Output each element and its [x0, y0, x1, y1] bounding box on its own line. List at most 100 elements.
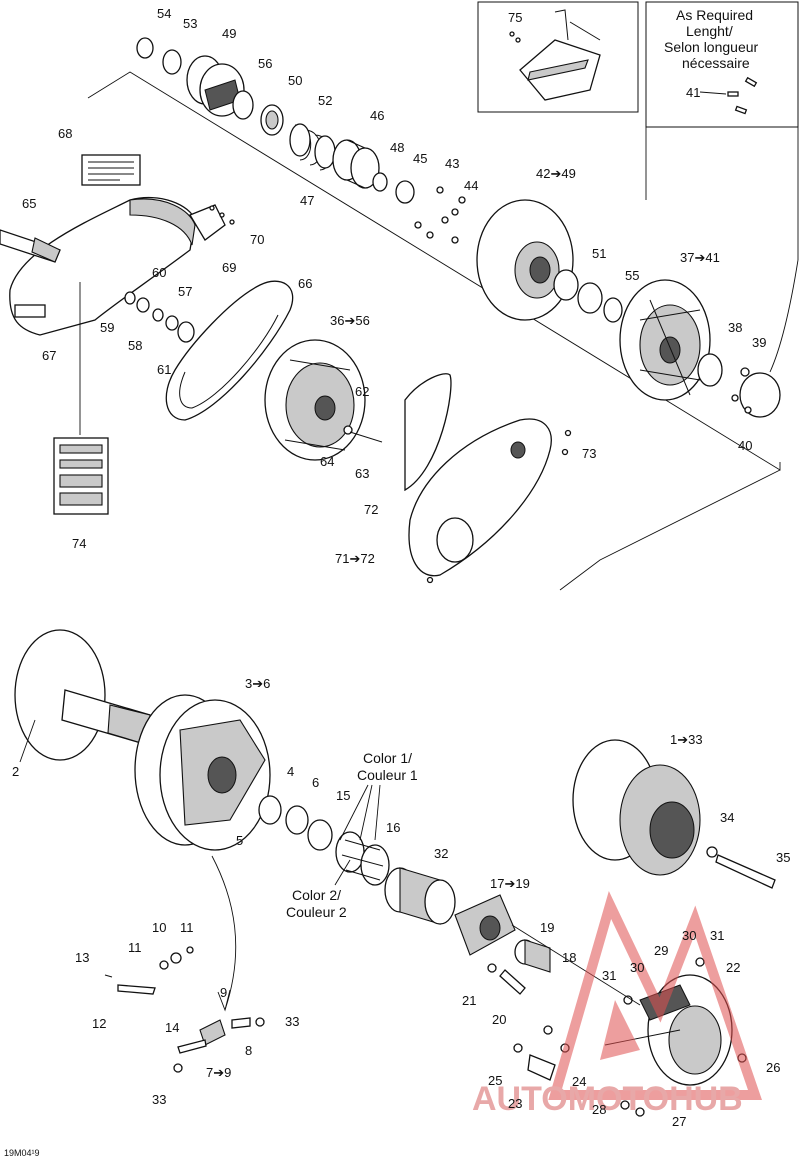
label-52: 52: [318, 93, 332, 108]
color-2-en: Color 2/: [292, 887, 341, 903]
part-48: [372, 172, 388, 192]
label-46: 46: [370, 108, 384, 123]
assembly-boundary-line: [87, 71, 781, 471]
washer-60: [152, 308, 164, 322]
label-31-top: 31: [710, 928, 724, 943]
label-22: 22: [726, 960, 740, 975]
part-50: [260, 104, 284, 136]
note-line-4: nécessaire: [682, 55, 750, 71]
label-37-41: 37➔41: [680, 250, 720, 265]
label-39: 39: [752, 335, 766, 350]
part-15: [307, 819, 333, 851]
label-40: 40: [738, 438, 752, 453]
label-68: 68: [58, 126, 72, 141]
label-54: 54: [157, 6, 171, 21]
label-3-6: 3➔6: [245, 676, 270, 691]
decal-74: [53, 437, 109, 515]
bushing-21: [487, 963, 497, 973]
label-27: 27: [672, 1114, 686, 1129]
washer-61: [177, 321, 195, 343]
label-56: 56: [258, 56, 272, 71]
label-49: 49: [222, 26, 236, 41]
note-line-1: As Required: [676, 7, 753, 23]
bracket-75: [509, 9, 601, 101]
decal-68: [81, 154, 141, 186]
label-42-49: 42➔49: [536, 166, 576, 181]
watermark: [548, 890, 762, 1100]
label-73: 73: [582, 446, 596, 461]
spring-52: [289, 123, 336, 171]
washer-57: [165, 315, 179, 331]
label-17-19: 17➔19: [490, 876, 530, 891]
label-14: 14: [165, 1020, 179, 1035]
fixed-sheave-2: [14, 629, 151, 761]
label-29: 29: [654, 943, 668, 958]
label-59: 59: [100, 320, 114, 335]
label-11-left: 11: [128, 940, 142, 955]
label-16: 16: [386, 820, 400, 835]
label-30-mid: 30: [630, 960, 644, 975]
label-65: 65: [22, 196, 36, 211]
part-55: [603, 297, 623, 323]
label-32: 32: [434, 846, 448, 861]
note-line-2: Lenght/: [686, 23, 733, 39]
part-56: [232, 90, 254, 120]
bolts-41: [699, 76, 758, 115]
label-12: 12: [92, 1016, 106, 1031]
bolt-35: [715, 854, 776, 889]
label-10: 10: [152, 920, 166, 935]
label-4: 4: [287, 764, 294, 779]
label-43: 43: [445, 156, 459, 171]
label-2: 2: [12, 764, 19, 779]
color-2-fr: Couleur 2: [286, 904, 347, 920]
note-box: [645, 1, 799, 128]
leader-3-6: [211, 855, 237, 1011]
sheave-37-41: [619, 279, 711, 401]
label-64: 64: [320, 454, 334, 469]
bushing-18: [514, 939, 551, 973]
lever-assembly-7-14: [104, 946, 265, 1073]
driven-sheave-42-49: [476, 199, 574, 321]
sleeve-32: [384, 867, 456, 925]
watermark-text: AUTOMOTOHUB: [472, 1080, 743, 1118]
color-labels: Color 1/ Couleur 1 Color 2/ Couleur 2: [286, 750, 418, 920]
label-38: 38: [728, 320, 742, 335]
label-44: 44: [464, 178, 478, 193]
label-53: 53: [183, 16, 197, 31]
label-33-bottom: 33: [152, 1092, 166, 1107]
label-26: 26: [766, 1060, 780, 1075]
drive-belt-66: [165, 280, 294, 421]
label-62: 62: [355, 384, 369, 399]
washer-34: [706, 846, 718, 858]
label-57: 57: [178, 284, 192, 299]
part-51a: [553, 269, 579, 301]
label-25: 25: [488, 1073, 502, 1088]
label-11-top: 11: [180, 920, 194, 935]
part-40: [731, 372, 781, 418]
ring-6: [285, 805, 309, 835]
label-45: 45: [413, 151, 427, 166]
note-box-text: As Required Lenght/ Selon longueur néces…: [664, 7, 759, 71]
label-69: 69: [222, 260, 236, 275]
bushing-4: [258, 795, 282, 825]
bolts-43-44: [414, 186, 466, 244]
color-1-fr: Couleur 1: [357, 767, 418, 783]
label-31-mid: 31: [602, 968, 616, 983]
washer-59: [124, 291, 136, 305]
label-51: 51: [592, 246, 606, 261]
belt-guard-67: [9, 196, 196, 336]
label-7-9: 7➔9: [206, 1065, 231, 1080]
bracket-69: [189, 204, 226, 241]
label-36-56: 36➔56: [330, 313, 370, 328]
part-53: [162, 49, 182, 75]
washer-58: [136, 297, 150, 313]
label-58: 58: [128, 338, 142, 353]
label-8: 8: [245, 1043, 252, 1058]
label-70: 70: [250, 232, 264, 247]
label-30-top: 30: [682, 928, 696, 943]
label-61: 61: [157, 362, 171, 377]
label-72: 72: [364, 502, 378, 517]
label-33-right: 33: [285, 1014, 299, 1029]
